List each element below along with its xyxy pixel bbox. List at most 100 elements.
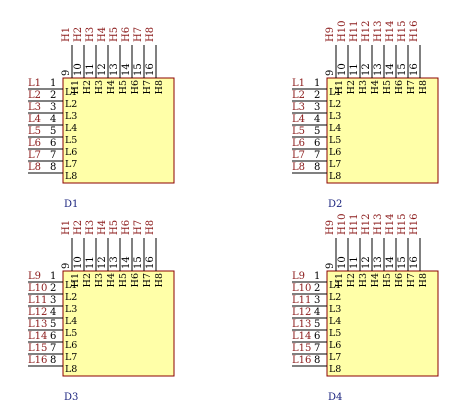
net-label-top: H2 [73,220,84,235]
pin-name-left: L7 [329,352,341,363]
pin-number-top: 9 [61,263,72,269]
pin-number-top: 12 [361,256,372,269]
pin-number-left: 7 [50,150,56,161]
pin-number-top: 14 [385,256,396,269]
pin-name-top: H6 [394,273,405,287]
net-label-top: H14 [385,214,396,235]
net-label-top: H10 [337,214,348,235]
pin-name-top: H2 [82,273,93,287]
net-label-left: L12 [292,307,311,318]
pin-number-top: 10 [73,63,84,76]
pin-name-left: L6 [329,340,341,351]
net-label-top: H15 [397,21,408,42]
net-label-left: L5 [292,126,305,137]
pin-number-top: 16 [409,256,420,269]
net-label-top: H1 [61,220,72,235]
pin-name-top: H5 [118,80,129,94]
pin-name-left: L5 [65,328,77,339]
net-label-top: H6 [121,220,132,235]
net-label-top: H11 [349,21,360,42]
pin-name-left: L2 [65,292,77,303]
net-label-left: L8 [292,162,305,173]
pin-name-top: H8 [154,273,165,287]
pin-number-left: 2 [50,90,56,101]
net-label-left: L14 [28,331,47,342]
net-label-left: L7 [28,150,41,161]
component-body[interactable] [326,270,439,377]
net-label-left: L8 [28,162,41,173]
pin-name-top: H7 [142,80,153,94]
pin-number-left: 3 [50,102,56,113]
pin-name-left: L1 [329,280,341,291]
net-label-top: H14 [385,21,396,42]
net-label-top: H7 [133,27,144,42]
pin-number-top: 14 [121,256,132,269]
pin-number-left: 6 [50,331,56,342]
pin-name-top: H8 [418,273,429,287]
net-label-left: L1 [292,78,305,89]
net-label-left: L16 [28,355,47,366]
net-label-left: L9 [28,271,41,282]
pin-number-left: 7 [314,150,320,161]
net-label-left: L7 [292,150,305,161]
designator-label: D1 [64,199,78,210]
pin-number-left: 8 [50,162,56,173]
net-label-left: L10 [292,283,311,294]
pin-number-left: 4 [50,114,56,125]
net-label-top: H8 [145,220,156,235]
net-label-left: L6 [28,138,41,149]
pin-number-top: 15 [133,63,144,76]
net-label-top: H16 [409,21,420,42]
pin-name-top: H6 [130,80,141,94]
pin-name-left: L4 [65,316,77,327]
component-body[interactable] [62,77,175,184]
pin-number-top: 11 [85,63,96,76]
pin-name-left: L8 [329,171,341,182]
pin-number-left: 2 [50,283,56,294]
pin-name-top: H5 [118,273,129,287]
pin-number-left: 8 [50,355,56,366]
net-label-left: L1 [28,78,41,89]
pin-name-top: H6 [394,80,405,94]
net-label-top: H10 [337,21,348,42]
pin-name-left: L2 [329,292,341,303]
net-label-left: L2 [28,90,41,101]
net-label-top: H1 [61,27,72,42]
net-label-top: H6 [121,27,132,42]
pin-number-left: 8 [314,355,320,366]
pin-number-left: 5 [314,126,320,137]
pin-number-top: 16 [145,256,156,269]
pin-number-top: 9 [325,263,336,269]
pin-number-left: 4 [314,114,320,125]
designator-label: D3 [64,392,78,403]
pin-name-left: L7 [65,159,77,170]
component-body[interactable] [62,270,175,377]
pin-name-left: L8 [329,364,341,375]
pin-number-left: 3 [314,295,320,306]
net-label-top: H5 [109,220,120,235]
pin-name-top: H4 [370,80,381,94]
component-body[interactable] [326,77,439,184]
pin-name-top: H7 [142,273,153,287]
net-label-left: L6 [292,138,305,149]
designator-label: D2 [328,199,342,210]
pin-number-left: 1 [314,78,320,89]
pin-number-top: 10 [73,256,84,269]
pin-number-top: 9 [61,70,72,76]
pin-name-left: L2 [329,99,341,110]
net-label-left: L4 [28,114,41,125]
net-label-top: H4 [97,27,108,42]
pin-name-left: L3 [329,304,341,315]
pin-number-top: 9 [325,70,336,76]
pin-number-left: 3 [314,102,320,113]
net-label-left: L2 [292,90,305,101]
net-label-top: H3 [85,220,96,235]
pin-number-top: 16 [409,63,420,76]
net-label-top: H16 [409,214,420,235]
net-label-left: L15 [28,343,47,354]
designator-label: D4 [328,392,342,403]
